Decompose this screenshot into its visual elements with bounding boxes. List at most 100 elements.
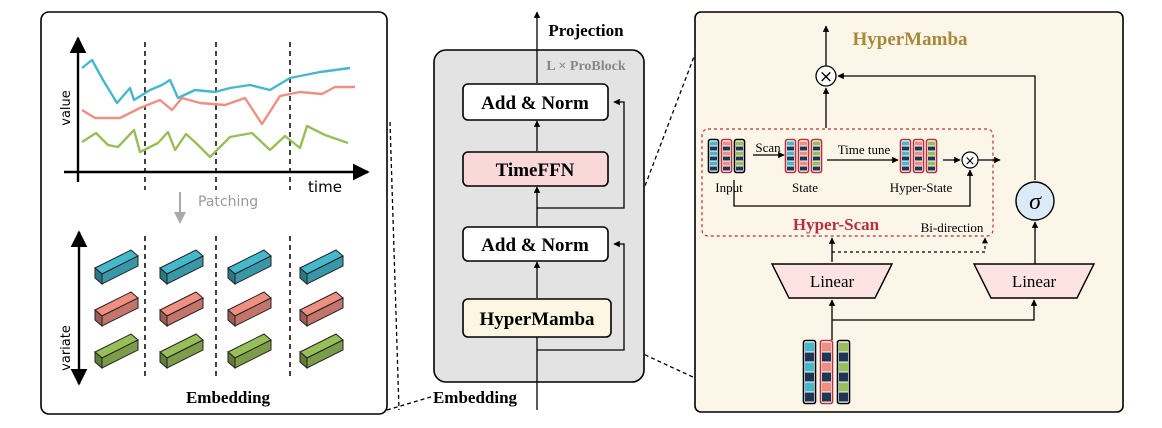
- hypermamba-title: HyperMamba: [852, 29, 968, 50]
- hyper-scan-box: [701, 128, 994, 237]
- cube-side-face: [159, 308, 168, 328]
- tensor-cell: [928, 166, 935, 171]
- linear-left-label: Linear: [810, 272, 855, 291]
- bi-direction-label: Bi-direction: [921, 220, 984, 235]
- sigma-node: [1015, 181, 1055, 221]
- tensor-cell: [736, 151, 743, 156]
- output-multiply-symbol: ×: [819, 67, 833, 87]
- tensor-cell: [915, 166, 922, 171]
- tensor-cell: [805, 392, 814, 402]
- tensor-cell: [839, 362, 848, 372]
- tensor-cell: [902, 166, 909, 171]
- patch-cube: [227, 249, 272, 286]
- tensor-cell: [800, 161, 807, 166]
- tensor-cell: [800, 166, 807, 171]
- tensor-cell: [813, 156, 820, 161]
- input-skip-connection: [733, 169, 974, 207]
- value-axis-label: value: [59, 90, 74, 126]
- tensor-cell: [839, 382, 848, 392]
- tensor-cell: [723, 151, 730, 156]
- tensor-cell: [787, 161, 794, 166]
- tensor-cell: [822, 362, 831, 372]
- left-panel: value time Patching variate Embedding: [40, 11, 388, 415]
- tensor-cell: [822, 352, 831, 362]
- tensor-cell: [928, 161, 935, 166]
- zoom-connector: [386, 395, 435, 411]
- cube-side-face: [159, 350, 168, 370]
- green-series-line: [81, 124, 349, 159]
- tensor-cell: [736, 156, 743, 161]
- tensor-cell: [710, 166, 717, 171]
- hypermamba-box: [462, 298, 612, 338]
- tensor-cell: [902, 146, 909, 151]
- patch-cube: [299, 249, 344, 286]
- tensor-cell: [902, 161, 909, 166]
- patch-embedding-cubes: [94, 249, 344, 370]
- tensor-cell: [822, 372, 831, 382]
- cube-side-face: [299, 350, 308, 370]
- output-multiply-node: [815, 65, 837, 87]
- patch-cube: [94, 291, 139, 328]
- cube-side-face: [94, 266, 103, 286]
- tensor-cell: [787, 141, 794, 146]
- tensor-cell: [928, 156, 935, 161]
- patch-cube: [159, 249, 204, 286]
- timeffn-box: [462, 151, 609, 187]
- problock-label: L × ProBlock: [546, 59, 625, 74]
- cube-side-face: [227, 266, 236, 286]
- tensor-cell: [902, 151, 909, 156]
- scan-multiply-symbol: ×: [965, 154, 976, 169]
- tensor-cell: [710, 161, 717, 166]
- cube-side-face: [299, 266, 308, 286]
- patch-cube: [159, 333, 204, 370]
- tensor-cell: [787, 151, 794, 156]
- left-embedding-label: Embedding: [186, 388, 271, 407]
- cube-side-face: [299, 308, 308, 328]
- residual-connection: [537, 98, 625, 209]
- add-norm-top-label: Add & Norm: [481, 93, 589, 114]
- tensor-cell: [723, 141, 730, 146]
- tensor-cell: [723, 161, 730, 166]
- state-label: State: [792, 180, 818, 195]
- tensor-cell: [839, 342, 848, 352]
- patch-cube: [299, 291, 344, 328]
- tensor-cell: [800, 156, 807, 161]
- tensor-cell: [813, 161, 820, 166]
- tensor-cell: [805, 352, 814, 362]
- hyper-state-tensor: [899, 138, 938, 174]
- tensor-cell: [839, 352, 848, 362]
- blue-series-line: [81, 58, 351, 105]
- tensor-cell: [723, 156, 730, 161]
- linear-right-label: Linear: [1012, 272, 1057, 291]
- tensor-cell: [902, 141, 909, 146]
- tensor-cell: [822, 382, 831, 392]
- patch-cube: [94, 333, 139, 370]
- cube-side-face: [159, 266, 168, 286]
- cube-side-face: [227, 308, 236, 328]
- tensor-cell: [710, 146, 717, 151]
- tensor-cell: [928, 146, 935, 151]
- cube-side-face: [94, 350, 103, 370]
- tensor-cell: [928, 151, 935, 156]
- tensor-cell: [800, 146, 807, 151]
- tensor-cell: [915, 146, 922, 151]
- add-norm-top-box: [462, 83, 609, 121]
- tensor-cell: [787, 146, 794, 151]
- tensor-cell: [813, 166, 820, 171]
- hyper-state-label: Hyper-State: [890, 180, 953, 195]
- time-axis-label: time: [308, 178, 342, 196]
- gate-branch-arrow: [837, 72, 1036, 180]
- red-series-line: [81, 85, 355, 126]
- right-panel: HyperMamba × Hyper-Scan Scan Time tune ×…: [694, 11, 1124, 413]
- tensor-cell: [710, 156, 717, 161]
- tensor-cell: [805, 342, 814, 352]
- residual-connection: [537, 240, 625, 351]
- middle-panel: L × ProBlock Add & Norm TimeFFN Add & No…: [433, 11, 645, 410]
- hypermamba-detail-frame: [694, 11, 1124, 413]
- scan-label: Scan: [755, 140, 781, 155]
- input-tensor: [707, 138, 746, 174]
- tensor-cell: [736, 146, 743, 151]
- linear-left-block: [770, 263, 894, 299]
- projection-label: Projection: [548, 21, 624, 40]
